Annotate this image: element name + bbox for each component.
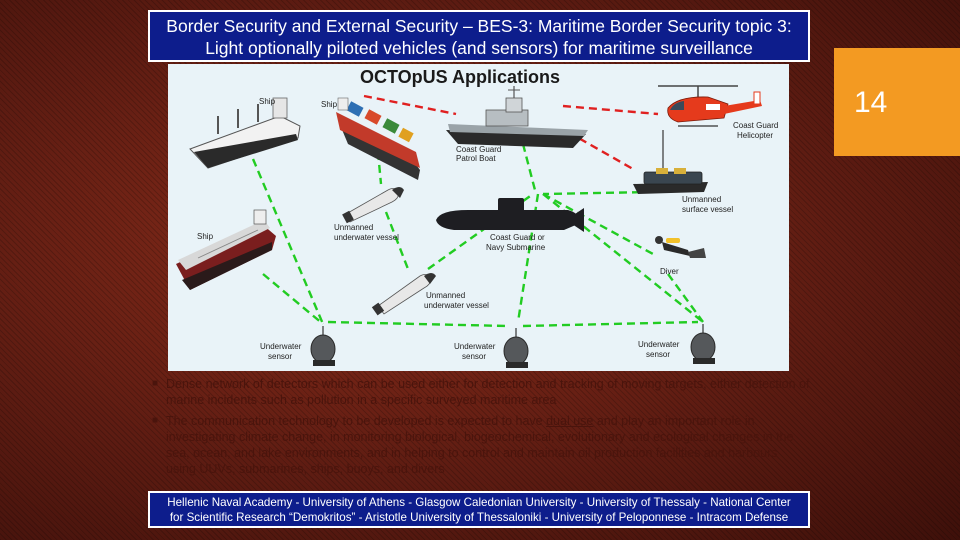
label-ship-1: Ship <box>259 97 276 106</box>
label-sensor1-line-2: sensor <box>268 352 292 361</box>
label-diver: Diver <box>660 267 679 276</box>
link-ship-patrol <box>363 94 457 116</box>
label-usv-line-2: surface vessel <box>682 205 733 214</box>
diver-icon <box>655 236 706 258</box>
label-heli-line-2: Helicopter <box>737 131 773 140</box>
slide-title: Border Security and External Security – … <box>148 10 810 62</box>
label-sensor2-line-1: Underwater <box>454 342 496 351</box>
link-ship1-sensor1 <box>251 158 325 325</box>
link-patrol-heli <box>562 104 659 116</box>
usv-icon <box>633 130 708 194</box>
link-diver-sensor3 <box>667 273 704 323</box>
page-number-badge: 14 <box>834 48 960 156</box>
uuv-icon <box>342 187 404 224</box>
underwater-links <box>251 143 704 328</box>
label-usv-line-1: Unmanned <box>682 195 721 204</box>
link-uuv1-uuv2 <box>384 211 410 270</box>
partners-line-2: for Scientific Research “Demokritos” - A… <box>169 511 789 524</box>
diagram-title: OCTOpUS Applications <box>360 67 560 87</box>
patrol-boat-icon <box>446 86 588 148</box>
link-sensor2-sensor3 <box>522 320 699 328</box>
dual-use-underline: dual use <box>546 414 594 428</box>
slide-title-line-2: Light optionally piloted vehicles (and s… <box>205 38 753 58</box>
label-uuv1-line-1: Unmanned <box>334 223 373 232</box>
label-heli-line-1: Coast Guard <box>733 121 778 130</box>
partners-footer: Hellenic Naval Academy - University of A… <box>148 491 810 528</box>
link-sub-diver <box>542 192 654 256</box>
label-ship-3: Ship <box>197 232 214 241</box>
uuv-icon <box>371 273 436 316</box>
label-patrol-line-1: Coast Guard <box>456 145 501 154</box>
label-sub-line-1: Coast Guard or <box>490 233 545 242</box>
surface-links <box>363 94 659 171</box>
underwater-sensor-icon <box>503 328 529 368</box>
bullet-marker-icon: ■ <box>152 415 159 426</box>
link-usv-sub <box>542 190 654 196</box>
tanker-icon <box>176 209 276 290</box>
link-ship3-sensor1 <box>262 273 324 325</box>
bullet-text-1: Dense network of detectors which can be … <box>166 377 810 407</box>
diagram-canvas: OCTOpUS Applications <box>176 67 778 368</box>
label-sensor2-line-2: sensor <box>462 352 486 361</box>
link-patrol-sub <box>521 143 538 195</box>
underwater-sensor-icon <box>310 326 336 366</box>
underwater-sensor-icon <box>690 324 716 364</box>
link-sub-sensor2 <box>516 193 540 323</box>
label-uuv1-line-2: underwater vessel <box>334 233 399 242</box>
bullet-marker-icon: ■ <box>152 378 159 389</box>
ship-icon <box>189 97 301 169</box>
label-sensor3-line-1: Underwater <box>638 340 680 349</box>
bullet-text-2-pre: The communication technology to be devel… <box>166 414 547 428</box>
label-ship-2: Ship <box>321 100 338 109</box>
bullet-item: ■ The communication technology to be dev… <box>152 413 810 477</box>
slide-title-line-1: Border Security and External Security – … <box>166 16 792 36</box>
helicopter-icon <box>658 85 762 127</box>
container-ship-icon <box>336 97 420 180</box>
submarine-icon <box>436 198 584 232</box>
link-sensor1-sensor2 <box>327 320 509 328</box>
bullet-item: ■ Dense network of detectors which can b… <box>152 376 810 408</box>
octopus-diagram: OCTOpUS Applications <box>168 64 789 371</box>
bullet-text-2-post: and play an important role in investigat… <box>166 414 794 476</box>
label-uuv2-line-2: underwater vessel <box>424 301 489 310</box>
bullet-list: ■ Dense network of detectors which can b… <box>150 376 810 482</box>
label-patrol-line-2: Patrol Boat <box>456 154 496 163</box>
label-uuv2-line-1: Unmanned <box>426 291 465 300</box>
label-sensor3-line-2: sensor <box>646 350 670 359</box>
link-sub-sensor3 <box>542 193 704 323</box>
page-number: 14 <box>854 86 888 119</box>
label-sensor1-line-1: Underwater <box>260 342 302 351</box>
label-sub-line-2: Navy Submarine <box>486 243 546 252</box>
partners-line-1: Hellenic Naval Academy - University of A… <box>167 496 791 509</box>
